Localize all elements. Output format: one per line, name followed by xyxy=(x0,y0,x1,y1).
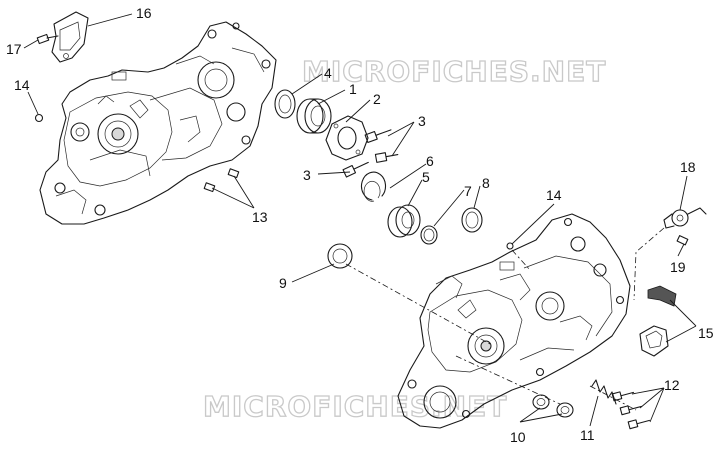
callout-12: 12 xyxy=(664,377,680,393)
part-9-seal xyxy=(327,243,353,269)
part-10-seals xyxy=(532,394,574,418)
assembly-axis-lines xyxy=(345,227,665,411)
callout-6: 6 xyxy=(426,153,434,169)
callout-17: 17 xyxy=(6,41,22,57)
part-12-screws xyxy=(611,391,651,430)
part-19-screw xyxy=(676,235,689,246)
part-15-rubber-blocks xyxy=(639,285,677,357)
part-4-oil-seal xyxy=(274,89,296,119)
part-14-nut-right xyxy=(506,242,514,250)
callout-13: 13 xyxy=(252,209,268,225)
callout-19: 19 xyxy=(670,259,686,275)
part-16-cover-plate xyxy=(51,11,89,63)
part-17-screw xyxy=(36,33,59,45)
left-crankcase-half xyxy=(39,21,277,225)
callout-18: 18 xyxy=(680,159,696,175)
part-5-bearing xyxy=(387,204,421,238)
callout-10: 10 xyxy=(510,429,526,445)
part-11-spring xyxy=(591,379,617,405)
part-14-nut-left xyxy=(34,113,44,123)
callout-3-left: 3 xyxy=(303,167,311,183)
leader-lines xyxy=(23,13,697,427)
callout-4: 4 xyxy=(324,65,332,81)
part-1-bearing xyxy=(296,98,332,134)
callout-7: 7 xyxy=(464,183,472,199)
callout-3-right: 3 xyxy=(418,113,426,129)
part-7-ring xyxy=(420,225,438,245)
callout-16: 16 xyxy=(136,5,152,21)
callout-11: 11 xyxy=(580,427,595,443)
watermark-top: MICROFICHES.NET xyxy=(302,55,606,88)
part-2-flange-plate xyxy=(325,115,369,161)
part-3-screws xyxy=(342,129,399,178)
callout-numbers: 16 17 14 4 1 2 3 3 6 5 7 8 9 10 11 12 13… xyxy=(6,5,714,445)
part-18-sensor xyxy=(663,207,707,229)
callout-14-left: 14 xyxy=(14,77,30,93)
right-crankcase-half xyxy=(397,213,631,429)
watermark-bottom: MICROFICHES.NET xyxy=(203,390,507,423)
callout-1: 1 xyxy=(349,81,357,97)
part-6-circlip xyxy=(360,171,387,202)
callout-5: 5 xyxy=(422,169,430,185)
callout-2: 2 xyxy=(373,91,381,107)
callout-15: 15 xyxy=(698,325,714,341)
part-13-dowels xyxy=(203,168,240,193)
callout-8: 8 xyxy=(482,175,490,191)
callout-14-right: 14 xyxy=(546,187,562,203)
part-8-seal xyxy=(461,207,483,233)
callout-9: 9 xyxy=(279,275,287,291)
